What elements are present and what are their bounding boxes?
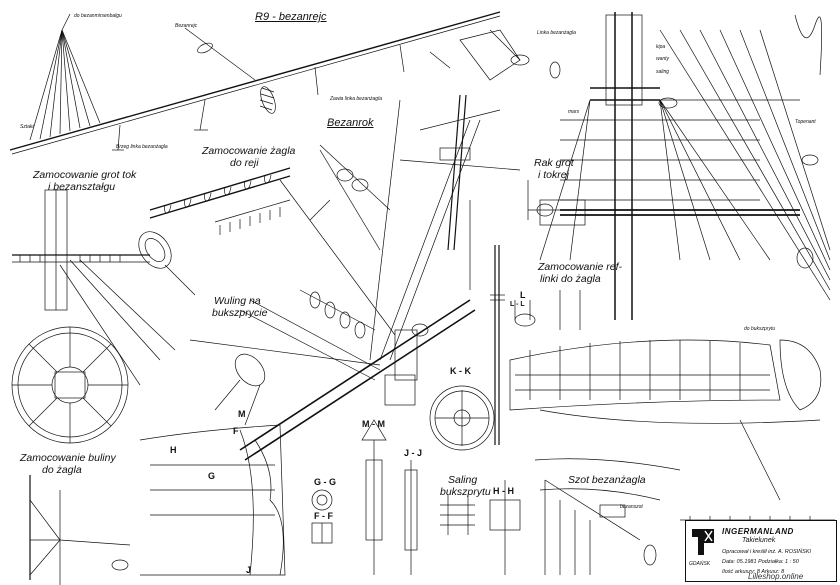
drawing-title-block: GDAŃSK INGERMANLAND Takielunek Opracował… [685,520,837,582]
section-title-reef-2: linki do żagla [540,273,601,285]
label-linka-bezanzagla: Linka bezanżagla [537,30,576,36]
ship-bow-hull [139,424,286,576]
section-title-saling-2: bukszprytu [440,486,491,498]
publisher-city: GDAŃSK [689,561,711,567]
sail-to-yard-detail [138,167,291,296]
bowsprit-crosstrees-detail [440,480,521,575]
section-title-wuling-1: Wuling na [214,295,261,307]
section-mark-gg: G - G [314,477,336,487]
section-title-main-top-1: Zamocowanie grot tok [33,169,137,181]
section-kk-detail [429,385,495,451]
section-title-mizzen-sheet: Szot bezanżagla [568,474,646,486]
section-mark-g: G [208,471,216,481]
sheets-line: Ilość arkuszy: 8 Arkusz: 8 [722,569,785,575]
label-bezanmirsenbalg: do bezanmirsenbalgu [74,13,122,19]
label-bezanrejc: Bezanrejc [175,23,198,29]
mizzen-mast-detail [399,94,521,290]
label-do-bukszprytu: do bukszprytu [744,326,776,332]
section-details [311,419,418,575]
section-title-sail-to-yard-2: do reji [230,157,259,169]
ship-name: INGERMANLAND [722,527,794,536]
label-kipa: kipa [656,44,666,50]
section-mark-mm: M - M [362,419,385,429]
section-title-saling-1: Saling [448,474,478,486]
label-wanty: wanty [656,56,670,62]
section-title-r9: R9 - bezanrejc [255,11,327,23]
section-title-bowline-2: do żagla [42,464,82,476]
section-title-reef-1: Zamocowanie ref- [538,261,623,273]
label-topenant: Topenant [795,119,816,125]
label-zawia-linka: Zawia linka bezanżagla [330,96,382,102]
date-scale-line: Data: 05.1981 Podziałka: 1 : 50 [722,559,799,565]
section-mark-l: L [520,290,526,300]
bowline-detail [29,475,131,585]
section-mark-hh: H - H [493,486,514,496]
section-mark-ll: L - L [510,301,525,308]
label-mars: mars [568,109,580,115]
main-top-detail [11,189,176,444]
section-title-wuling-2: bukszprycie [212,307,268,319]
section-title-main-top-2: i bezanształgu [48,181,116,193]
belaying-pin-detail [490,245,536,445]
main-mast-rigging [527,12,831,330]
label-bezanszot: bezanszot [620,504,643,510]
watermark-text: Lilleshop.online [748,572,804,581]
publisher-logo [692,529,714,555]
section-title-bezanrok: Bezanrok [327,117,374,129]
section-title-rak-2: i tokrej [538,169,569,181]
drawing-subtitle: Takielunek [742,537,776,544]
section-mark-f: F [233,426,239,436]
section-mark-kk: K - K [450,366,471,376]
label-saling: saling [656,69,670,75]
ship-deck-stern [509,339,822,501]
section-title-bowline-1: Zamocowanie buliny [20,452,116,464]
section-mark-jj: J - J [404,448,423,458]
section-mark-j: J [246,565,252,575]
section-title-sail-to-yard-1: Zamocowanie żagla [202,145,296,157]
section-title-rak-1: Rak grot [534,157,574,169]
yard-r9 [9,11,561,155]
section-mark-ff: F - F [314,511,333,521]
section-mark-m: M [238,409,246,419]
label-brzeg-linka: Brzeg linka bezanżagla [116,144,168,150]
label-sztaki: Sztaki [20,124,34,130]
author-line: Opracował i kreślił inż. A. ROSIŃSKI [722,549,812,555]
section-mark-h: H [170,445,177,455]
